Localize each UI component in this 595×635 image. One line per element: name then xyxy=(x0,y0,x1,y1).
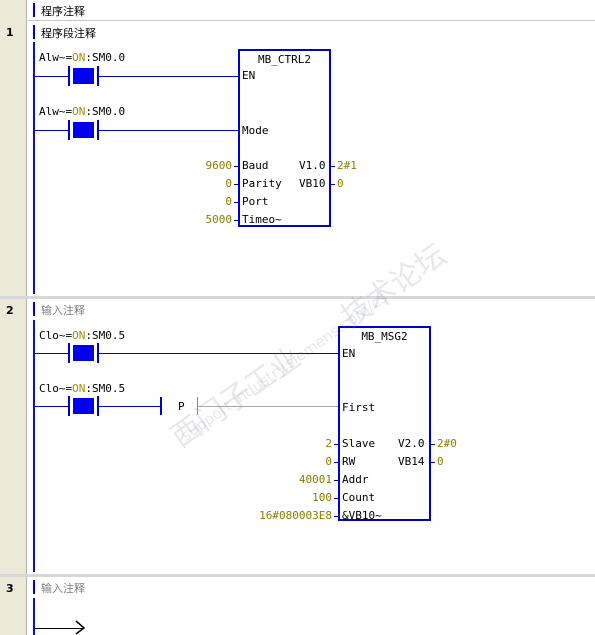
pin-addr: Addr xyxy=(342,473,369,486)
pin-tick xyxy=(334,444,338,445)
pin-rw: RW xyxy=(342,455,356,468)
pin-tick xyxy=(334,480,338,481)
watermark-text: 技术论坛 xyxy=(334,237,453,336)
pin-error: VB10 xyxy=(299,177,326,190)
network-2-comment[interactable]: 输入注释 xyxy=(41,304,85,317)
input-value-rw[interactable]: 0 xyxy=(325,455,332,468)
wire xyxy=(35,76,68,77)
pin-timeout: Timeo~ xyxy=(242,213,282,226)
pin-count: Count xyxy=(342,491,376,504)
pin-done: V1.0 xyxy=(299,159,326,172)
network-2-comment-marker xyxy=(33,302,35,316)
input-value-slave[interactable]: 2 xyxy=(325,437,332,450)
pin-error: VB14 xyxy=(398,455,425,468)
pin-slave: Slave xyxy=(342,437,376,450)
power-rail-2 xyxy=(33,320,35,572)
pin-tick xyxy=(334,462,338,463)
block-title: MB_CTRL2 xyxy=(258,53,311,66)
pin-parity: Parity xyxy=(242,177,282,190)
contact-label: Alw~=ON:SM0.0 xyxy=(39,105,126,118)
pin-tick xyxy=(331,166,335,167)
pin-mode: Mode xyxy=(242,124,269,137)
divider xyxy=(26,20,595,21)
output-value-done[interactable]: 2#1 xyxy=(337,159,357,172)
pin-tick xyxy=(234,220,238,221)
pin-tick xyxy=(234,202,238,203)
program-comment[interactable]: 程序注释 xyxy=(41,5,85,18)
network-separator xyxy=(0,574,595,577)
p-transition-label: P xyxy=(178,400,185,413)
wire xyxy=(99,406,160,407)
wire xyxy=(35,406,68,407)
input-value-dataptr[interactable]: 16#080003E8 xyxy=(259,509,332,522)
contact-sm0-5-first[interactable] xyxy=(68,396,99,416)
wire xyxy=(35,130,68,131)
pin-done: V2.0 xyxy=(398,437,425,450)
pin-en: EN xyxy=(342,347,356,360)
input-value-timeout[interactable]: 5000 xyxy=(205,213,233,226)
pin-tick xyxy=(431,444,435,445)
contact-label: Alw~=ON:SM0.0 xyxy=(39,51,126,64)
contact-sm0-0[interactable] xyxy=(68,66,99,86)
output-value-error[interactable]: 0 xyxy=(337,177,344,190)
network-3-comment-marker xyxy=(33,580,35,594)
wire-unpowered xyxy=(198,406,340,407)
pin-baud: Baud xyxy=(242,159,269,172)
contact-sm0-0-mode[interactable] xyxy=(68,120,99,140)
program-comment-marker xyxy=(33,3,35,17)
input-value-baud[interactable]: 9600 xyxy=(205,159,233,172)
wire xyxy=(35,353,68,354)
contact-label: Clo~=ON:SM0.5 xyxy=(39,382,126,395)
contact-sm0-5[interactable] xyxy=(68,343,99,363)
insert-cursor-line xyxy=(35,628,83,629)
pin-tick xyxy=(334,516,338,517)
network-separator xyxy=(0,296,595,299)
network-1-comment-marker xyxy=(33,25,35,39)
wire xyxy=(99,130,240,131)
pin-tick xyxy=(334,498,338,499)
block-title: MB_MSG2 xyxy=(361,330,408,343)
arrow-right-icon[interactable] xyxy=(74,620,86,635)
wire xyxy=(99,76,240,77)
network-number-1[interactable]: 1 xyxy=(6,26,14,39)
pin-first: First xyxy=(342,401,376,414)
pin-tick xyxy=(234,184,238,185)
network-gutter xyxy=(0,0,27,635)
input-value-parity[interactable]: 0 xyxy=(225,177,232,190)
input-value-addr[interactable]: 40001 xyxy=(298,473,332,486)
power-rail-3 xyxy=(33,598,35,635)
network-1-comment[interactable]: 程序段注释 xyxy=(41,27,96,40)
network-number-3[interactable]: 3 xyxy=(6,582,14,595)
power-rail-1 xyxy=(33,42,35,294)
wire xyxy=(99,353,340,354)
network-3-comment[interactable]: 输入注释 xyxy=(41,582,85,595)
pin-en: EN xyxy=(242,69,256,82)
output-value-error[interactable]: 0 xyxy=(437,455,444,468)
network-number-2[interactable]: 2 xyxy=(6,304,14,317)
pin-port: Port xyxy=(242,195,269,208)
mb-ctrl2-block[interactable]: MB_CTRL2 xyxy=(238,49,331,227)
input-value-port[interactable]: 0 xyxy=(225,195,232,208)
pin-dataptr: &VB10~ xyxy=(342,509,382,522)
pin-tick xyxy=(331,184,335,185)
input-value-count[interactable]: 100 xyxy=(312,491,332,504)
pin-tick xyxy=(234,166,238,167)
output-value-done[interactable]: 2#0 xyxy=(437,437,457,450)
pin-tick xyxy=(431,462,435,463)
p-transition-right xyxy=(197,397,198,415)
mb-msg2-block[interactable]: MB_MSG2 xyxy=(338,326,431,521)
contact-label: Clo~=ON:SM0.5 xyxy=(39,329,126,342)
p-transition-left[interactable] xyxy=(160,397,162,415)
